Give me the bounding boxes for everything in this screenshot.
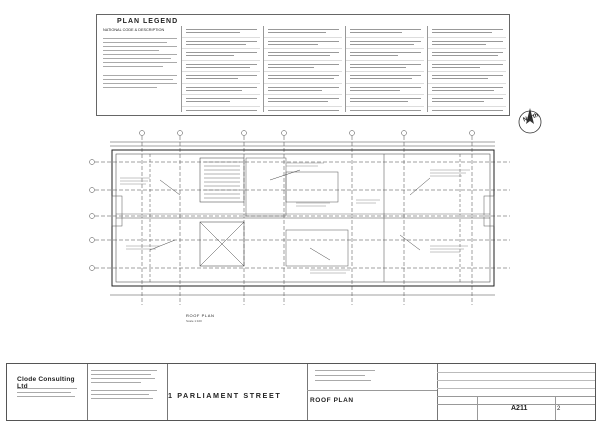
legend-notes xyxy=(103,35,177,91)
legend-column xyxy=(263,26,342,112)
sheet-number: A211 xyxy=(511,405,528,412)
project-name: 1 PARLIAMENT STREET xyxy=(168,391,282,400)
north-arrow-icon xyxy=(518,108,542,134)
legend-column xyxy=(427,26,506,112)
view-scale: Scale 1:100 xyxy=(186,319,202,323)
drawing-title: ROOF PLAN xyxy=(310,397,354,404)
revision-cell xyxy=(437,364,595,420)
project-cell xyxy=(167,364,308,420)
legend-column xyxy=(345,26,424,112)
view-label: ROOF PLAN xyxy=(186,313,215,318)
company-name: Clode Consulting Ltd xyxy=(17,376,75,390)
drawing-title-cell xyxy=(307,364,438,420)
logo-cell: Clode Consulting Ltd xyxy=(7,364,88,420)
roof-plan-drawing xyxy=(89,130,510,305)
legend-subtitle: NATIONAL CODE & DESCRIPTION xyxy=(103,28,165,32)
notes-cell xyxy=(87,364,168,420)
title-block: Clode Consulting Ltd xyxy=(6,363,596,421)
plan-legend: PLAN LEGEND NATIONAL CODE & DESCRIPTION xyxy=(96,14,510,116)
legend-title: PLAN LEGEND xyxy=(117,18,179,25)
revision-number: 2 xyxy=(557,406,561,412)
legend-column xyxy=(181,26,260,112)
